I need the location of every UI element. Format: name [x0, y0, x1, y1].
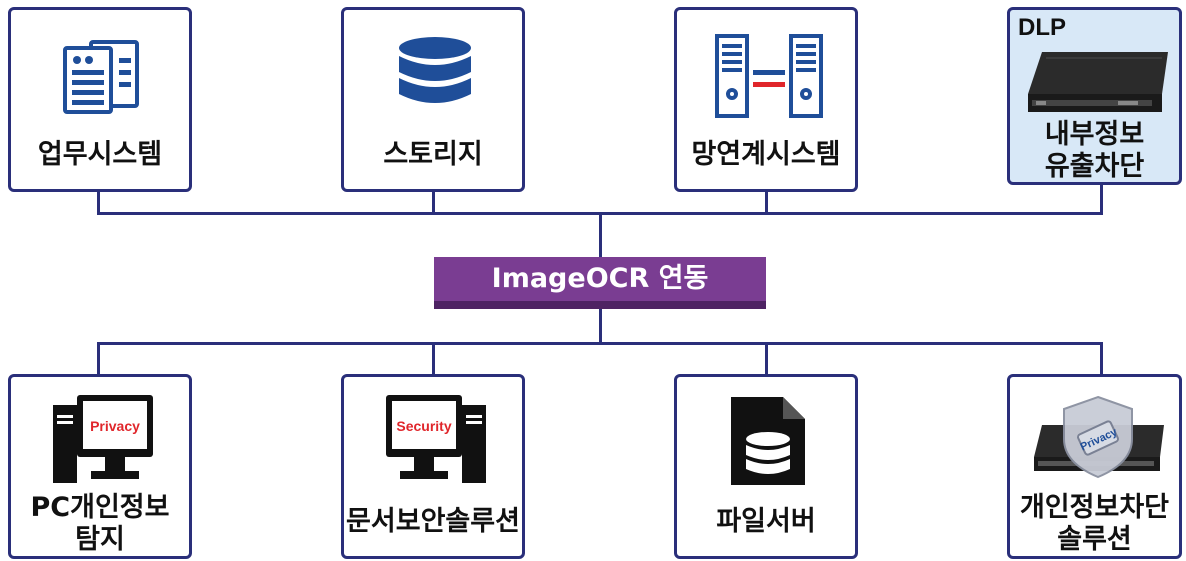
database-icon [399, 37, 471, 103]
bottom-drop-3 [765, 342, 768, 376]
node-label-line2: 탐지 [75, 524, 125, 555]
document-server-icon [63, 40, 139, 114]
bottom-drop-4 [1100, 342, 1103, 376]
privacy-shield-appliance-icon: Privacy [1034, 395, 1164, 479]
screen-text: Security [396, 418, 451, 434]
bottom-drop-2 [432, 342, 435, 376]
network-link-servers-icon [715, 34, 823, 118]
top-drop-3 [765, 190, 768, 214]
top-drop-1 [97, 190, 100, 214]
desktop-computer-icon: Privacy [53, 395, 153, 483]
imageocr-hub: ImageOCR 연동 [434, 257, 766, 309]
desktop-computer-icon: Security [386, 395, 486, 483]
node-pc-privacy: Privacy PC개인정보 탐지 [8, 374, 192, 559]
rack-appliance-icon [1028, 52, 1168, 112]
node-label: 스토리지 [383, 139, 483, 170]
hub-up-line [599, 212, 602, 258]
node-business-system: 업무시스템 [8, 7, 192, 192]
node-privacy-block: Privacy 개인정보차단 솔루션 [1007, 374, 1182, 559]
node-storage: 스토리지 [341, 7, 525, 192]
node-label: 문서보안솔루션 [346, 506, 520, 537]
node-label-line1: 개인정보차단 [1019, 492, 1170, 523]
top-drop-2 [432, 190, 435, 214]
bottom-bus-line [97, 342, 1103, 345]
node-label-line1: PC개인정보 [30, 492, 170, 523]
node-label: 파일서버 [716, 506, 816, 537]
node-label-line1: 내부정보 [1044, 119, 1145, 150]
node-network-link: 망연계시스템 [674, 7, 858, 192]
screen-text: Privacy [90, 418, 140, 434]
node-label: 업무시스템 [37, 139, 163, 170]
node-document-security: Security 문서보안솔루션 [341, 374, 525, 559]
top-drop-4 [1100, 184, 1103, 214]
bottom-drop-1 [97, 342, 100, 376]
hub-down-line [599, 308, 602, 344]
node-file-server: 파일서버 [674, 374, 858, 559]
file-database-icon [731, 397, 805, 485]
node-label: 망연계시스템 [691, 139, 841, 170]
node-label-line2: 솔루션 [1057, 524, 1132, 555]
node-dlp: DLP 내부정보 유출차단 [1007, 7, 1182, 185]
dlp-tag: DLP [1018, 14, 1066, 41]
node-label-line2: 유출차단 [1044, 151, 1145, 182]
